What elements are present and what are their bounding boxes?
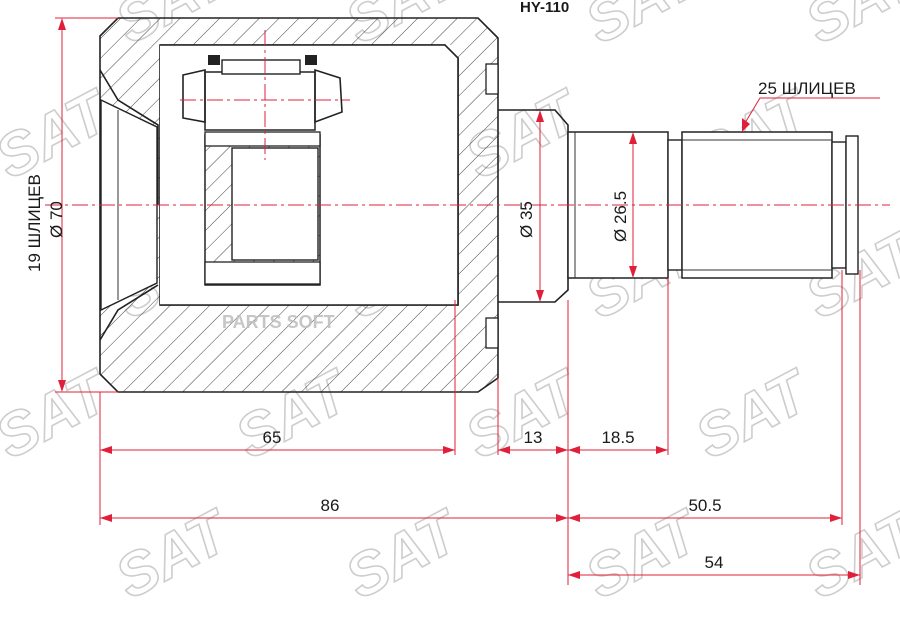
dim-65-label: 65 — [263, 428, 282, 447]
extension-lines — [99, 270, 861, 585]
tripod-assembly — [182, 55, 343, 286]
dim-row-3 — [568, 571, 860, 579]
left-splines-label: 19 ШЛИЦЕВ — [25, 174, 44, 272]
dim-18-5-label: 18.5 — [601, 428, 634, 447]
right-splines-leader — [741, 97, 880, 132]
dim-54-label: 54 — [705, 553, 724, 572]
watermark: SAT — [795, 496, 900, 611]
dim-diameter-26-5 — [629, 132, 637, 278]
dim-86-label: 86 — [321, 496, 340, 515]
diameter-26-5-label: Ø 26.5 — [611, 191, 630, 242]
watermark: SAT — [335, 496, 472, 611]
dim-diameter-35 — [536, 110, 544, 302]
watermark: SAT — [105, 496, 242, 611]
dim-13-label: 13 — [524, 428, 543, 447]
dim-50-5-label: 50.5 — [688, 496, 721, 515]
dim-row-2 — [100, 514, 842, 522]
left-diameter-label: Ø 70 — [47, 201, 66, 238]
diameter-35-label: Ø 35 — [517, 201, 536, 238]
parts-soft-overlay: PARTS SOFT — [222, 312, 335, 332]
part-code-title: HY-110 — [520, 0, 569, 16]
watermark: SAT — [795, 0, 900, 56]
dim-diameter-70 — [55, 17, 118, 393]
right-splines-label: 25 ШЛИЦЕВ — [758, 79, 856, 98]
watermark: SAT — [685, 356, 822, 471]
watermark: SAT — [575, 0, 712, 56]
dim-row-1 — [100, 446, 668, 454]
